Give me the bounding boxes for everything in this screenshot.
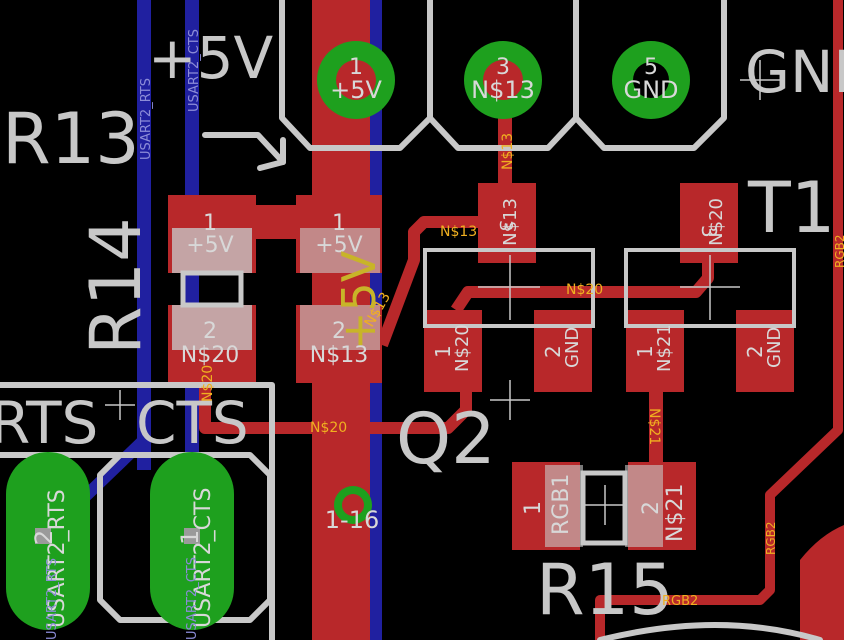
via-1-16	[334, 486, 372, 524]
r15-pad-2-net: N$21	[663, 484, 688, 542]
header-pin-3-num: 3	[496, 55, 510, 80]
net-n13-q2-top: N$13	[440, 224, 477, 240]
t1-pad-3-net: N$20	[706, 198, 727, 246]
r14-silk-pad-2	[172, 305, 252, 350]
net-rgb2-right: RGB2	[833, 234, 844, 268]
copper-bottom-right	[800, 525, 844, 640]
r15-pad-2-num: 2	[639, 501, 664, 515]
net-n13-header: N$13	[500, 133, 516, 170]
net-plus5v-big: +5V	[332, 250, 386, 350]
q2-outline	[423, 248, 595, 328]
r14-pad-2-net: N$20	[181, 343, 239, 368]
usart-pad-cts-num: 1	[176, 530, 204, 545]
via-label: 1-16	[325, 506, 379, 534]
label-rts: RTS	[0, 389, 98, 457]
bottom-trace-rts	[137, 0, 151, 470]
q2-pad-1-num: 1	[431, 345, 455, 358]
bottom-arc	[597, 622, 823, 640]
t1-pad-1	[626, 310, 684, 392]
header-pads	[317, 41, 690, 119]
q2-pad-2-net: GND	[562, 327, 583, 368]
usart-pad-rts-net: USART2_RTS	[45, 489, 70, 628]
label-r15: R15	[536, 549, 674, 631]
t1-pad-2-net: GND	[764, 327, 785, 368]
header-outline	[279, 0, 727, 151]
r15-pad-1-num: 1	[521, 501, 546, 515]
usart-cts-bottom-label: USART2_CTS	[185, 557, 200, 640]
r13-pad-1-net: +5V	[315, 233, 362, 258]
label-gnd: GND	[745, 38, 844, 106]
usart-pad-rts-num: 2	[30, 530, 58, 545]
label-r14: R14	[75, 217, 157, 355]
r15-pad-1-net: RGB1	[549, 474, 574, 535]
r13-pad-2-net: N$13	[310, 343, 368, 368]
header-pin-5-net: GND	[623, 76, 678, 104]
r14-pad-2-num: 2	[203, 319, 217, 344]
header-pin-1-net: +5V	[330, 76, 382, 104]
r14-silk-pad-1	[172, 228, 252, 273]
label-t1: T1	[747, 167, 835, 249]
header-pin-3-net: N$13	[471, 76, 535, 104]
r13-arrow-head	[257, 137, 286, 171]
r15-silk-pad-2	[625, 465, 663, 547]
net-n20-t1: N$20	[566, 282, 603, 298]
r14-body	[180, 270, 244, 308]
q2-pad-1-net: N$20	[452, 324, 473, 372]
usart-rts-top-label: USART2_RTS	[139, 78, 154, 160]
trace-n21	[649, 390, 663, 470]
usart-cts-top-label: USART2_CTS	[187, 29, 202, 112]
q2-pad-3-net: N$13	[500, 198, 521, 246]
header-pin-5-num: 5	[644, 55, 658, 80]
r15-body	[580, 470, 628, 546]
r13-arrow	[202, 132, 286, 165]
header-pin-1-num: 1	[349, 55, 363, 80]
label-plus5v: +5V	[148, 24, 273, 92]
trace-n13-header	[498, 100, 512, 210]
r14-pad-1-net: +5V	[186, 233, 233, 258]
t1-pad-1-net: N$21	[654, 324, 675, 372]
r15-silk-pad-1	[545, 465, 583, 547]
label-cts: CTS	[136, 389, 249, 457]
r13-silk-pad-1	[300, 228, 380, 273]
r13-silk-pad-2	[300, 305, 380, 350]
net-rgb2-bottom: RGB2	[662, 594, 698, 609]
t1-pad-1-num: 1	[633, 345, 657, 358]
trace-n13-q2	[376, 216, 505, 348]
usart-pads	[6, 452, 234, 630]
t1-pad-2	[736, 310, 794, 392]
label-q2: Q2	[396, 398, 496, 480]
r14-pad-1-num: 1	[203, 211, 217, 236]
usart-rts-bottom-label: USART2_RTS	[45, 558, 60, 640]
q2-pad-3-num: 3	[495, 220, 516, 231]
r13-pad-1-num: 1	[332, 211, 346, 236]
net-rgb2-diag: RGB2	[764, 521, 778, 555]
t1-pad-3-num: 3	[697, 225, 721, 238]
net-n20-r14: N$20	[200, 365, 216, 402]
q2-pad-2	[534, 310, 592, 392]
t1-pad-2-num: 2	[743, 345, 767, 358]
net-n21: N$21	[646, 408, 662, 445]
r13-pad-2-num: 2	[332, 319, 346, 344]
net-n20-bottom: N$20	[310, 420, 347, 436]
origin-crosshairs	[105, 60, 780, 525]
q2-pad-1	[424, 310, 482, 392]
q2-pad-2-num: 2	[541, 345, 565, 358]
label-r13: R13	[2, 98, 140, 180]
usart-pad-cts-net: USART2_CTS	[191, 488, 216, 628]
trace-rgb2	[595, 0, 843, 640]
t1-outline	[624, 248, 796, 328]
